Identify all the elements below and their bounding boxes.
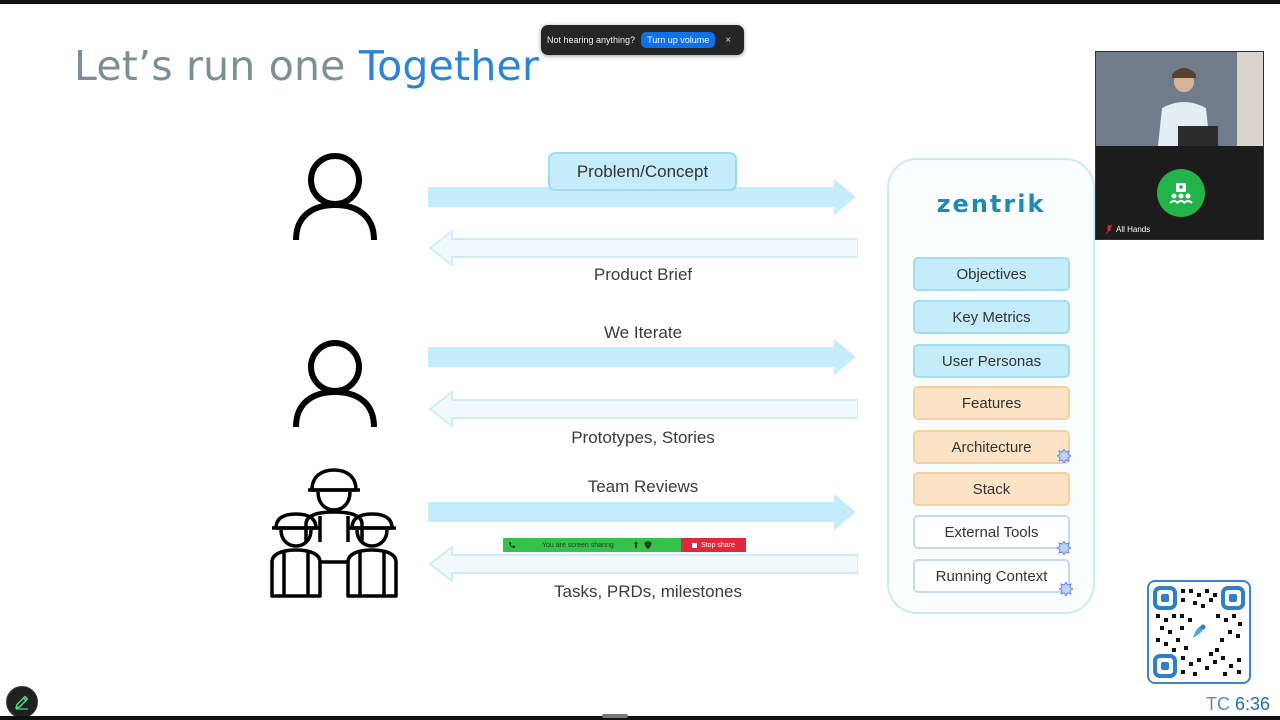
timer: TC 6:36: [1206, 694, 1270, 715]
annotate-pen-button[interactable]: [6, 686, 38, 718]
prototypes-stories-label: Prototypes, Stories: [571, 428, 715, 447]
tasks-prds-label: Tasks, PRDs, milestones: [554, 582, 742, 601]
forward-arrow: [428, 177, 858, 217]
muted-mic-icon: [1106, 225, 1112, 234]
qr-code: [1147, 580, 1251, 684]
room-name-text: All Hands: [1116, 225, 1151, 234]
camera-feed: [1096, 52, 1263, 146]
pen-icon: [15, 695, 29, 710]
problem-concept-pill: Problem/Concept: [548, 152, 737, 191]
zentrik-panel: zentrik Objectives Key Metrics User Pers…: [887, 158, 1095, 614]
audio-toast: Not hearing anything? Turn up volume ×: [541, 25, 744, 55]
room-name-label: All Hands: [1106, 225, 1150, 234]
room-avatar-icon: [1157, 169, 1205, 217]
turn-up-volume-button[interactable]: Turn up volume: [641, 32, 716, 48]
slide-title: Let’s run one Together: [74, 42, 539, 90]
zentrik-logo: zentrik: [936, 190, 1046, 218]
stop-share-button[interactable]: Stop share: [681, 538, 746, 552]
gear-icon: [1057, 541, 1071, 555]
panel-item-user-personas: User Personas: [913, 344, 1070, 378]
forward-arrow: [428, 492, 858, 532]
panel-item-features: Features: [913, 386, 1070, 420]
timer-prefix: TC: [1206, 694, 1230, 714]
shield-icon: [644, 541, 652, 549]
qr-code-icon: [1153, 586, 1245, 678]
panel-item-key-metrics: Key Metrics: [913, 300, 1070, 334]
panel-item-stack: Stack: [913, 472, 1070, 506]
product-brief-label: Product Brief: [593, 265, 693, 284]
panel-item-running-context: Running Context: [913, 559, 1070, 593]
stop-icon: [692, 542, 698, 548]
panel-item-architecture: Architecture: [913, 430, 1070, 464]
return-arrow: [428, 228, 858, 268]
toast-message: Not hearing anything?: [547, 35, 636, 45]
phone-icon: [509, 542, 515, 549]
construction-workers-icon: [270, 468, 398, 598]
title-plain: Let’s run one: [74, 42, 346, 90]
screen-share-bar: You are screen sharing Stop share: [503, 538, 746, 552]
bottom-handle[interactable]: [602, 714, 628, 718]
return-arrow: [428, 544, 858, 584]
pin-icon: [633, 541, 638, 549]
panel-item-external-tools: External Tools: [913, 515, 1070, 549]
panel-item-objectives: Objectives: [913, 257, 1070, 291]
toast-close-button[interactable]: ×: [725, 34, 732, 46]
gear-icon: [1059, 582, 1073, 596]
person-icon: [293, 153, 377, 241]
presenter-image: [1096, 52, 1263, 146]
return-arrow: [428, 389, 858, 429]
person-icon: [293, 340, 377, 428]
video-tile[interactable]: All Hands: [1095, 51, 1264, 240]
team-reviews-label: Team Reviews: [587, 477, 699, 496]
screen-share-text: You are screen sharing: [542, 541, 614, 549]
we-iterate-label: We Iterate: [603, 323, 683, 342]
title-accent: Together: [358, 42, 539, 90]
screen-share-status[interactable]: You are screen sharing: [503, 538, 681, 552]
timer-time: 6:36: [1235, 694, 1271, 714]
bottom-bar: [0, 716, 1280, 720]
forward-arrow: [428, 337, 858, 377]
gear-icon: [1057, 449, 1071, 463]
stop-share-label: Stop share: [701, 541, 735, 549]
